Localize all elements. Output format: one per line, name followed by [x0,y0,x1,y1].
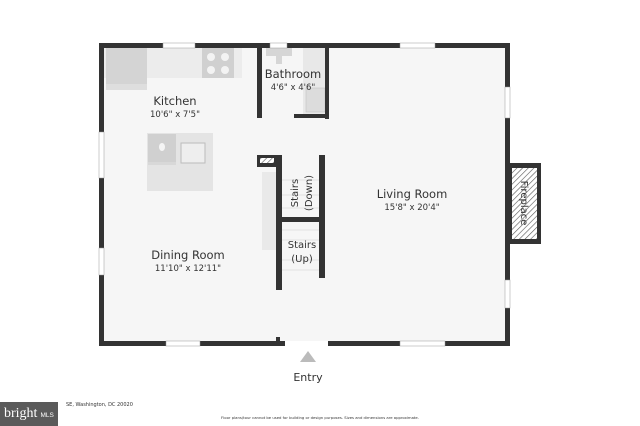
kitchen-dims: 10'6" x 7'5" [150,110,200,120]
fireplace-label: Fireplace [518,181,529,226]
stair-shade [262,172,276,250]
stove-icon [202,48,234,78]
door-jamb [276,337,280,343]
entry-door [285,341,328,346]
stairs-down-label: Stairs [290,179,301,208]
logo-text: bright [4,406,38,421]
kitchen-counter [104,48,242,90]
dining-room-label: Dining Room [151,248,225,262]
dining-room-dims: 11'10" x 12'11" [155,264,221,274]
bathroom-label: Bathroom [265,67,321,81]
windows [98,42,511,347]
fireplace-icon [512,168,537,239]
bright-mls-logo: bright MLS [0,402,58,426]
logo-suffix: MLS [40,412,54,419]
stair-treads [282,179,320,271]
bathroom-dims: 4'6" x 4'6" [271,83,316,93]
entry-label: Entry [293,371,323,384]
entry-arrow-icon [300,351,316,362]
bathroom-fixtures [266,48,326,114]
living-room-dims: 15'8" x 20'4" [384,203,439,213]
address: SE, Washington, DC 20020 [66,402,133,408]
disclaimer: Floor plans/tour cannot be used for buil… [221,415,419,420]
opening [325,120,329,152]
living-room-label: Living Room [377,187,448,201]
wall-hatch [260,158,274,163]
kitchen-island [147,133,213,191]
stairs-up-label: Stairs [288,240,317,251]
stairs-up-sub: (Up) [291,254,313,265]
kitchen-label: Kitchen [153,94,196,108]
stairs-down-sub: (Down) [304,175,315,211]
